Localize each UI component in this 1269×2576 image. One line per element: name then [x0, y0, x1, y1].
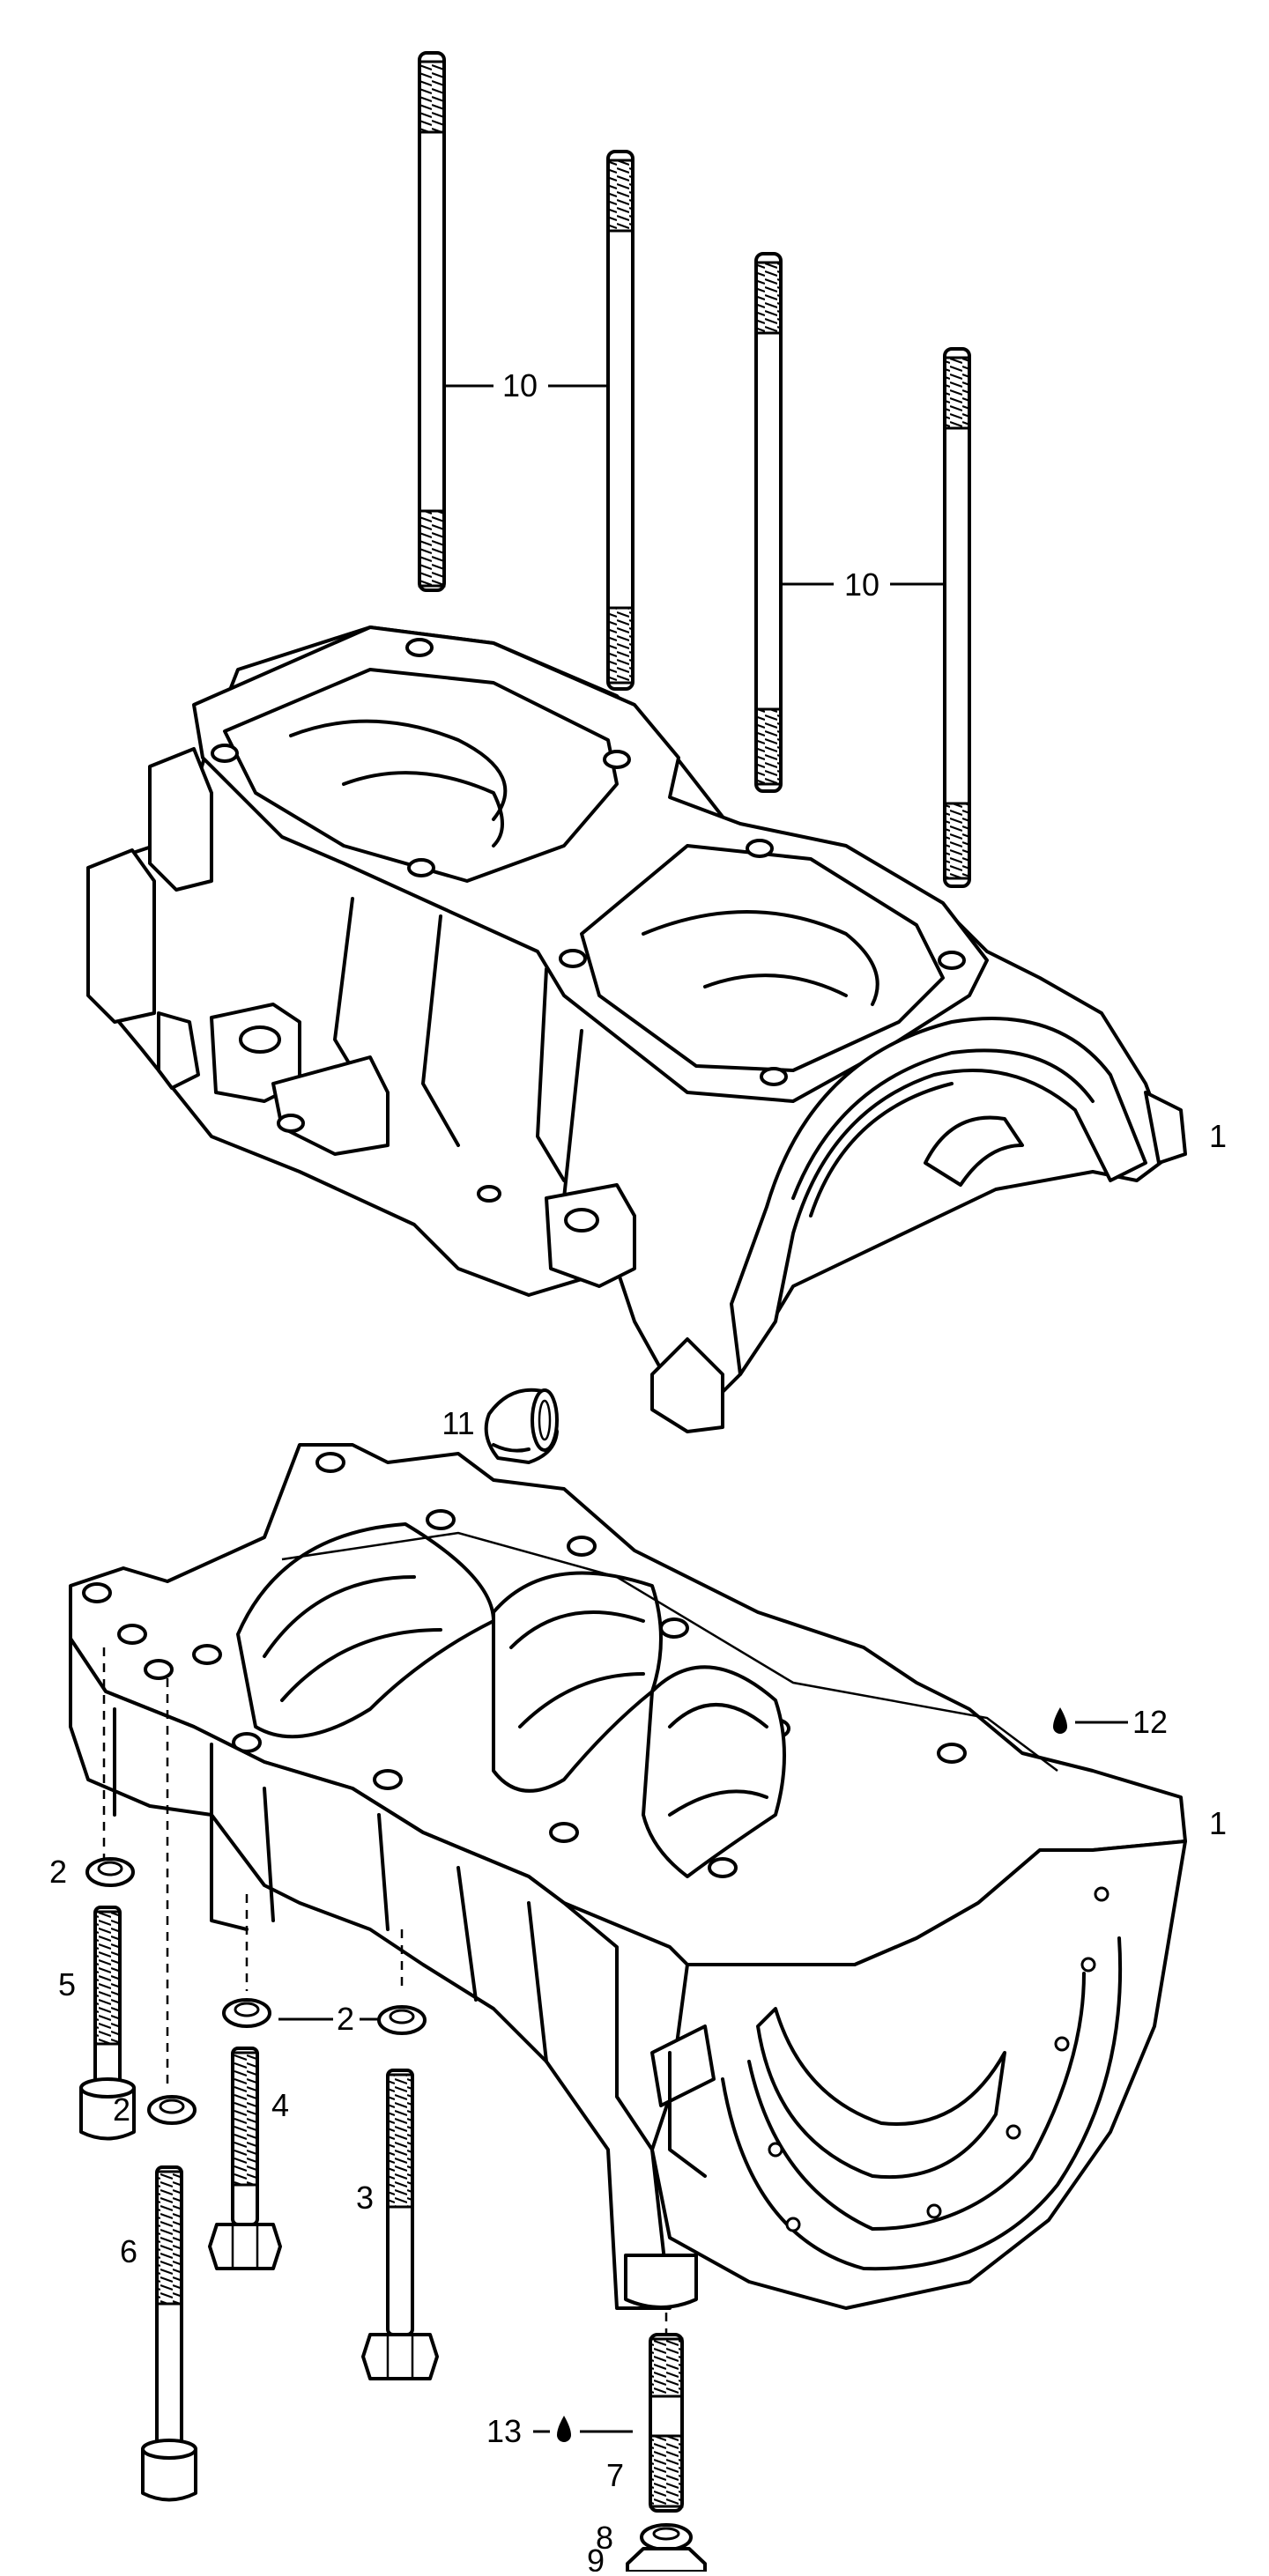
callout-1-upper: 1 [1209, 1118, 1227, 1154]
callout-10-right: 10 [844, 566, 879, 603]
callout-labels: 10 10 1 11 12 1 2 5 2 4 2 3 6 13 7 8 9 [49, 367, 1227, 2576]
lower-crankcase [69, 1443, 1187, 2310]
socket-screw-5 [79, 1906, 136, 2141]
callout-2-middle: 2 [337, 2001, 354, 2037]
washers [85, 1857, 427, 2125]
callout-9: 9 [587, 2543, 605, 2572]
callout-6: 6 [120, 2233, 137, 2269]
washer-lower-left [147, 2095, 197, 2125]
stud-4 [943, 347, 971, 888]
hex-bolt-3 [361, 2069, 439, 2380]
assembly-lines [102, 1647, 668, 2335]
callout-10-left: 10 [502, 367, 538, 403]
hex-nut-9 [626, 2547, 707, 2573]
socket-screw-6 [141, 2165, 197, 2502]
callout-13: 13 [486, 2413, 522, 2449]
upper-crankcase [86, 625, 1187, 1433]
callout-7: 7 [606, 2457, 624, 2493]
lock-washer-8 [640, 2523, 693, 2551]
stud-3 [754, 252, 783, 793]
sealant-drop-icon-top [1053, 1707, 1067, 1734]
hex-bolt-4 [208, 2047, 282, 2270]
callout-2-upper-left: 2 [49, 1854, 67, 1890]
washer-middle-right [377, 2005, 427, 2035]
stud-1 [418, 51, 446, 592]
leader-lines [278, 384, 1128, 2433]
callout-2-lower-left: 2 [113, 2091, 130, 2128]
callout-12: 12 [1132, 1704, 1168, 1740]
seal [484, 1388, 559, 1464]
sealant-drop-icon-bottom [557, 2416, 571, 2442]
washer-middle-left [222, 1998, 271, 2028]
callout-1-lower: 1 [1209, 1805, 1227, 1841]
stud-2 [606, 150, 634, 691]
callout-4: 4 [271, 2087, 289, 2123]
callout-5: 5 [58, 1966, 76, 2002]
cylinder-studs [418, 51, 971, 888]
callout-11: 11 [442, 1405, 474, 1441]
callout-3: 3 [356, 2180, 374, 2216]
stud-7 [649, 2333, 684, 2513]
callout-8: 8 [596, 2520, 613, 2556]
washer-upper-left [85, 1857, 135, 1887]
